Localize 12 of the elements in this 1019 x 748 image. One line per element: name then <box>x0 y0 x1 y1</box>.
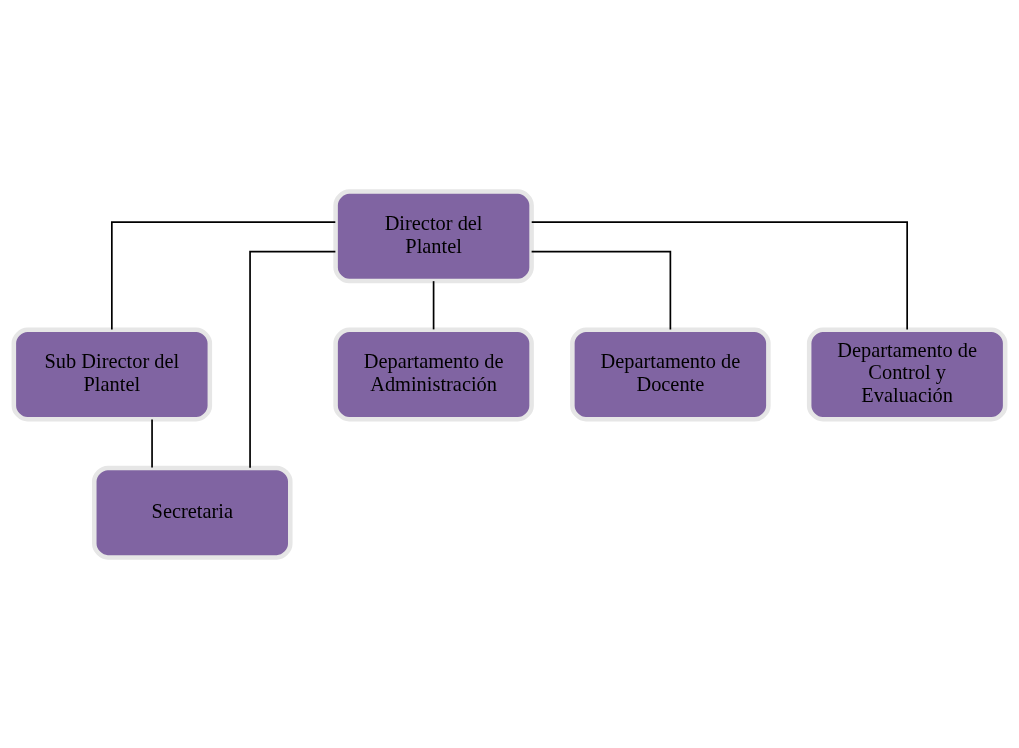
node-box: Secretaria <box>92 465 293 560</box>
node-box: Departamento de Administración <box>333 327 534 421</box>
connector <box>151 418 153 468</box>
connector <box>530 250 672 330</box>
connector <box>432 279 435 330</box>
connector <box>249 250 337 469</box>
connector <box>111 220 337 330</box>
node-box: Departamento de Control y Evaluación <box>806 327 1008 421</box>
node-box: Departamento de Docente <box>570 327 771 421</box>
connector <box>530 220 908 330</box>
node-box: Sub Director del Plantel <box>11 327 213 421</box>
node-box: Director del Plantel <box>333 188 534 283</box>
